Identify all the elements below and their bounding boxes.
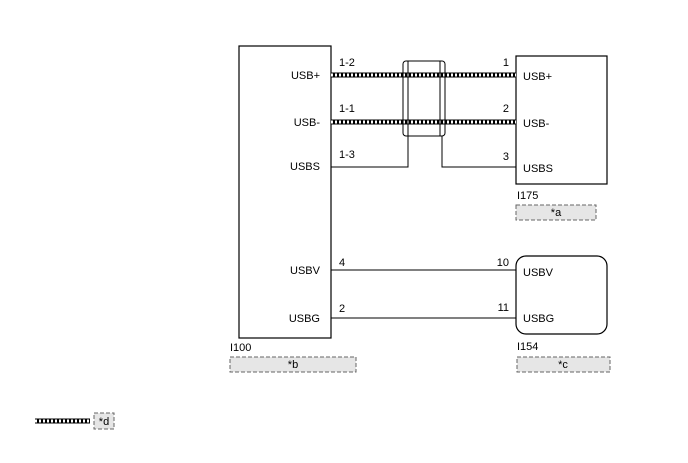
i100-label-usbv: USBV (290, 265, 321, 277)
i100-pin-usbs: 1-3 (339, 149, 355, 161)
shield-symbol (402, 60, 446, 137)
i100-connector-id: I100 (230, 342, 251, 354)
i154-label-usbv: USBV (523, 267, 554, 279)
note-box-c: *c (516, 356, 611, 373)
component-i175-box (515, 55, 608, 185)
note-d-text: *d (99, 416, 109, 428)
i100-pin-usb-minus: 1-1 (339, 103, 355, 115)
i100-label-usb-minus: USB- (294, 117, 321, 129)
i175-label-usb-plus: USB+ (523, 71, 552, 83)
component-i100-box (238, 45, 332, 339)
i154-label-usbg: USBG (523, 313, 554, 325)
i175-connector-id: I175 (517, 190, 538, 202)
i175-pin-usbs: 3 (503, 151, 509, 163)
note-a-text: *a (551, 207, 562, 219)
i154-pin-usbv: 10 (497, 257, 509, 269)
note-box-b: *b (229, 356, 357, 373)
i154-pin-usbg: 11 (498, 302, 509, 314)
i175-label-usbs: USBS (523, 163, 553, 175)
i100-pin-usbv: 4 (339, 257, 345, 269)
i175-pin-usb-minus: 2 (503, 103, 509, 115)
wire-usbs-left (331, 136, 409, 168)
i154-connector-id: I154 (517, 341, 538, 353)
i100-pin-usb-plus: 1-2 (339, 57, 355, 69)
i175-label-usb-minus: USB- (523, 118, 550, 130)
i175-pin-usb-plus: 1 (503, 57, 509, 69)
note-box-d: *d (93, 412, 115, 430)
component-i154-box (515, 255, 608, 335)
note-b-text: *b (288, 359, 298, 371)
note-box-a: *a (515, 204, 597, 221)
wire-usbs-right (441, 136, 516, 168)
i100-label-usb-plus: USB+ (291, 70, 320, 82)
i100-label-usbs: USBS (290, 161, 320, 173)
i100-label-usbg: USBG (289, 313, 320, 325)
i100-pin-usbg: 2 (339, 303, 345, 315)
note-c-text: *c (558, 359, 568, 371)
